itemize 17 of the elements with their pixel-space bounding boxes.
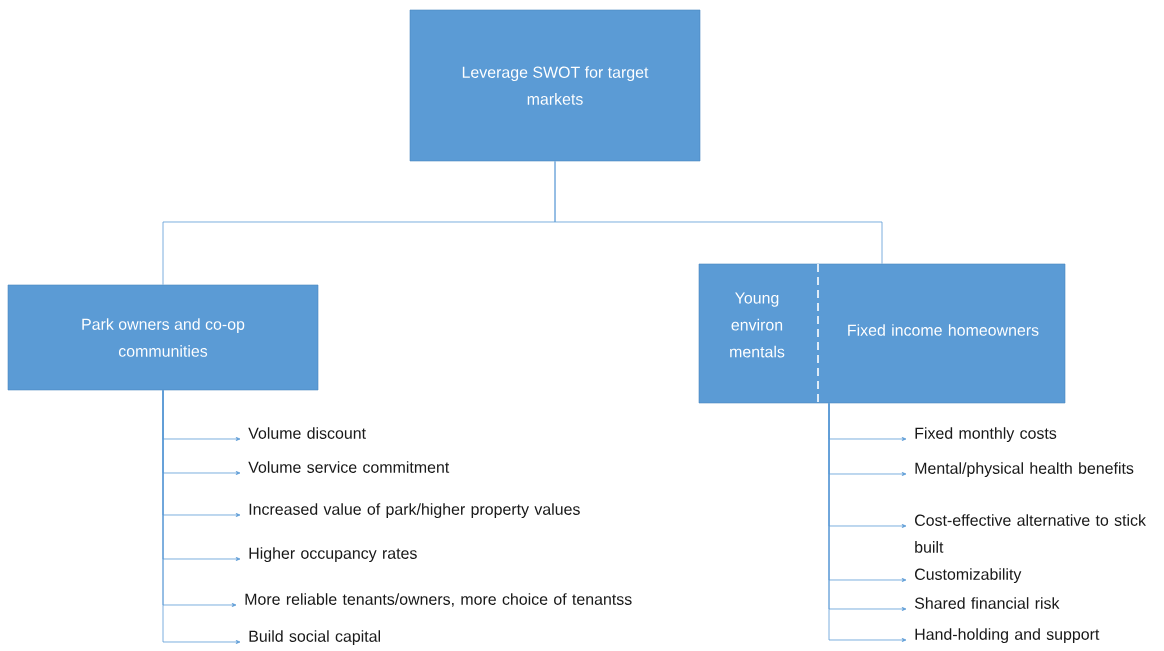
process-box: Leverage SWOT for target markets [409, 9, 701, 162]
list-item: Higher occupancy rates [249, 547, 417, 563]
list-item: Build social capital [249, 630, 380, 646]
list-item: Volume discount [248, 427, 366, 439]
list-item: Increased value of park/higher property values [249, 503, 580, 519]
process-box: Park owners and co-op communities [7, 284, 319, 391]
connector-line [554, 160, 883, 265]
list-item: Cost-effective alternative to stick built [915, 514, 1146, 553]
list-item: Hand-holding and support [915, 628, 1100, 644]
list-item: More reliable tenants/owners, more choice of tenantss [245, 593, 632, 607]
split-box: Young environ mentals Fixed income homeowners [698, 263, 1066, 404]
arrow [162, 389, 241, 644]
list-item: Shared financial risk [914, 597, 1060, 609]
list-item: Customizability [915, 568, 1022, 584]
list-item: Volume service commitment [248, 461, 450, 473]
list-item: Mental/physical health benefits [915, 462, 1134, 478]
list-item: Fixed monthly costs [915, 427, 1057, 443]
